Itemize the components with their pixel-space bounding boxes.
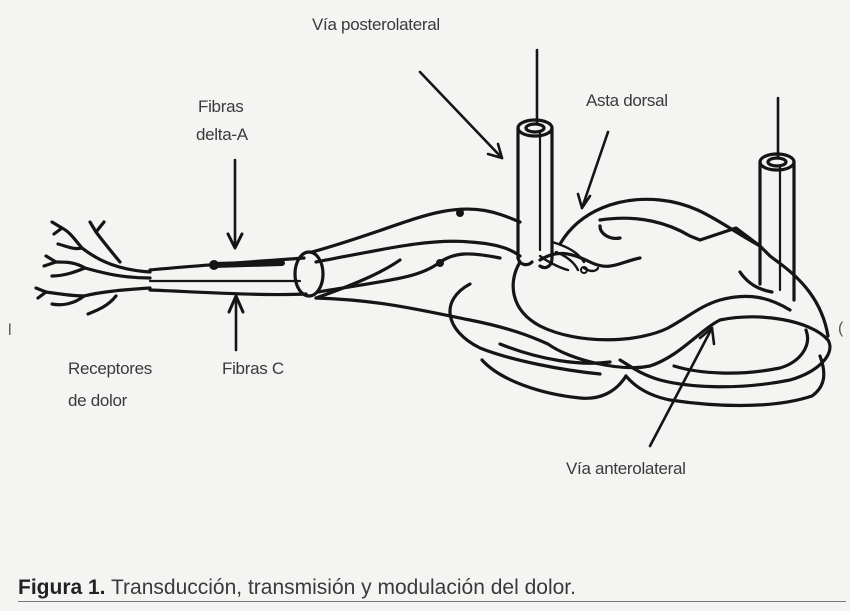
nerve-trunk <box>150 252 323 296</box>
caption-underline <box>18 601 846 602</box>
label-fibras-delta-line2: delta-A <box>196 124 248 146</box>
right-edge-mark: ( <box>838 320 843 338</box>
arrow-asta-dorsal <box>582 132 608 208</box>
caption-text: Transducción, transmisión y modulación d… <box>111 576 576 599</box>
label-via-anterolateral: Vía anterolateral <box>566 458 686 480</box>
arrow-via-posterolateral <box>420 72 502 158</box>
dorsal-root <box>312 209 520 292</box>
posterolateral-column <box>518 50 552 268</box>
dorsal-horn-fibers <box>540 242 598 273</box>
spinal-cord <box>316 199 830 405</box>
left-edge-mark: l <box>8 322 12 340</box>
label-receptores-line1: Receptores <box>68 358 152 380</box>
figure-caption: Figura 1. Transducción, transmisión y mo… <box>18 576 576 600</box>
caption-prefix: Figura 1. <box>18 576 106 599</box>
pain-receptors <box>36 222 150 314</box>
label-fibras-c: Fibras C <box>222 358 284 380</box>
label-receptores-line2: de dolor <box>68 390 127 412</box>
label-fibras-delta-line1: Fibras <box>198 96 243 118</box>
label-asta-dorsal: Asta dorsal <box>586 90 668 112</box>
label-via-posterolateral: Vía posterolateral <box>312 14 440 36</box>
